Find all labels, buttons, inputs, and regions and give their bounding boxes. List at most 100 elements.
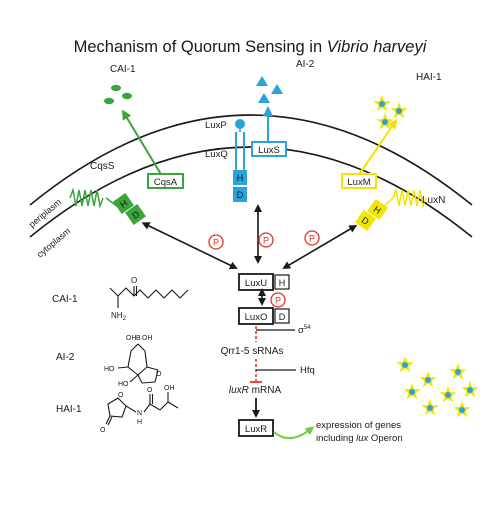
svg-text:P: P xyxy=(275,296,281,306)
luxu-h-label: H xyxy=(279,278,286,288)
ai2-ho-bottom: HO xyxy=(118,381,129,388)
hai1-structure xyxy=(105,392,179,426)
luxu-h-domain xyxy=(274,274,290,290)
cai1-structure xyxy=(109,286,189,308)
luxn-label: LuxN xyxy=(422,195,445,206)
luxq-d-label: D xyxy=(237,190,244,200)
luxp-label: LuxP xyxy=(205,120,227,131)
cqss-d-label: D xyxy=(130,209,141,221)
hai1-molecule-icon xyxy=(390,102,408,119)
ai2-oh-top-right: OH xyxy=(142,335,153,342)
hai1-ring-oxygen: O xyxy=(118,392,124,399)
hfq-label: Hfq xyxy=(300,365,315,376)
sigma54-label: σ54 xyxy=(298,325,311,336)
output-line-1: expression of genes xyxy=(316,420,401,431)
cqsa-label: CqsA xyxy=(154,177,178,188)
cai1-molecule-icon xyxy=(104,97,114,105)
luxq-transmembrane-icon xyxy=(235,132,245,170)
hai1-hydroxyl: OH xyxy=(164,385,175,392)
cqss-label: CqsS xyxy=(90,161,115,172)
cqss-luxu-relay-arrow xyxy=(141,222,238,269)
output-line-2: including lux Operon xyxy=(316,433,403,444)
hai1-molecules xyxy=(373,95,408,130)
qrr-srna-label: Qrr1-5 sRNAs xyxy=(221,346,284,357)
star-icon xyxy=(449,363,467,380)
luxn-h-label: H xyxy=(372,204,383,216)
luxo-box xyxy=(238,307,274,325)
hai1-carbonyl-oxygen: O xyxy=(100,427,106,434)
hai1-nitrogen: N xyxy=(137,410,142,417)
star-icon xyxy=(421,399,439,416)
luxo-d-domain xyxy=(274,308,290,324)
ai2-molecule-icon xyxy=(258,93,270,103)
phospho-badge: P xyxy=(208,234,224,250)
cai1-oxygen: O xyxy=(131,276,137,285)
luxu-label: LuxU xyxy=(245,278,267,289)
luxr-label: LuxR xyxy=(245,424,267,435)
star-icon xyxy=(403,383,421,400)
cai1-amine: NH2 xyxy=(111,311,127,322)
star-cluster xyxy=(396,356,479,418)
svg-text:P: P xyxy=(213,238,219,248)
cai1-molecules xyxy=(104,84,132,105)
ai2-ring-oxygen: O xyxy=(156,371,162,378)
luxu-box xyxy=(238,273,274,291)
luxn-luxu-relay-arrow xyxy=(282,224,358,270)
ai2-molecule-icon xyxy=(256,76,268,86)
luxq-h-domain xyxy=(233,170,247,185)
cai1-structure-label: CAI-1 xyxy=(52,294,78,305)
cai1-molecule-icon xyxy=(122,92,132,100)
luxr-box xyxy=(238,419,274,437)
hai1-signal-label: HAI-1 xyxy=(416,72,442,83)
luxs-label: LuxS xyxy=(258,145,280,156)
cqss-transmembrane-icon xyxy=(69,187,104,209)
luxr-mrna-label: luxR mRNA xyxy=(229,385,282,396)
luxq-label: LuxQ xyxy=(205,149,228,160)
luxn-transmembrane-icon xyxy=(392,187,427,209)
svg-text:P: P xyxy=(309,234,315,244)
cqsa-synthesis-arrow xyxy=(121,109,163,177)
ai2-ho-left: HO xyxy=(104,366,115,373)
outer-membrane xyxy=(29,114,473,206)
luxo-label: LuxO xyxy=(245,312,268,323)
ai2-oh-top: OH xyxy=(126,335,137,342)
luxn-d-label: D xyxy=(360,215,371,227)
cai1-molecule-icon xyxy=(111,84,121,92)
cqsa-box xyxy=(147,173,184,189)
luxq-d-domain xyxy=(233,187,247,202)
ai2-structure xyxy=(117,343,159,384)
hai1-structure-label: HAI-1 xyxy=(56,404,82,415)
cqss-d-domain xyxy=(125,204,146,225)
cytoplasm-label: cytoplasm xyxy=(35,226,72,260)
ai2-molecules xyxy=(256,76,283,103)
star-icon xyxy=(419,371,437,388)
luxm-synthesis-arrow xyxy=(357,118,398,177)
star-icon xyxy=(461,381,479,398)
phospho-badge: P xyxy=(258,232,274,248)
page-title: Mechanism of Quorum Sensing in Vibrio ha… xyxy=(74,38,428,56)
ai2-structure-label: AI-2 xyxy=(56,352,75,363)
luxo-d-label: D xyxy=(279,312,286,322)
luxq-h-label: H xyxy=(237,173,244,183)
phospho-badge: P xyxy=(270,292,286,308)
luxn-h-domain xyxy=(367,199,388,220)
star-icon xyxy=(453,401,471,418)
luxn-d-domain xyxy=(355,210,376,231)
cqss-h-domain xyxy=(113,193,134,214)
cqss-h-label: H xyxy=(118,198,129,210)
hai1-amide-oxygen: O xyxy=(147,387,153,394)
luxp-icon xyxy=(235,119,245,129)
luxm-box xyxy=(341,173,377,189)
ai2-signal-label: AI-2 xyxy=(296,59,315,70)
phospho-badge: P xyxy=(304,230,320,246)
luxs-box xyxy=(251,141,287,157)
hai1-molecule-icon xyxy=(373,95,391,112)
svg-text:P: P xyxy=(263,236,269,246)
luxm-label: LuxM xyxy=(347,177,370,188)
gene-expression-arrow xyxy=(273,426,315,439)
star-icon xyxy=(439,386,457,403)
hai1-amide-h: H xyxy=(137,419,142,426)
star-icon xyxy=(396,356,414,373)
